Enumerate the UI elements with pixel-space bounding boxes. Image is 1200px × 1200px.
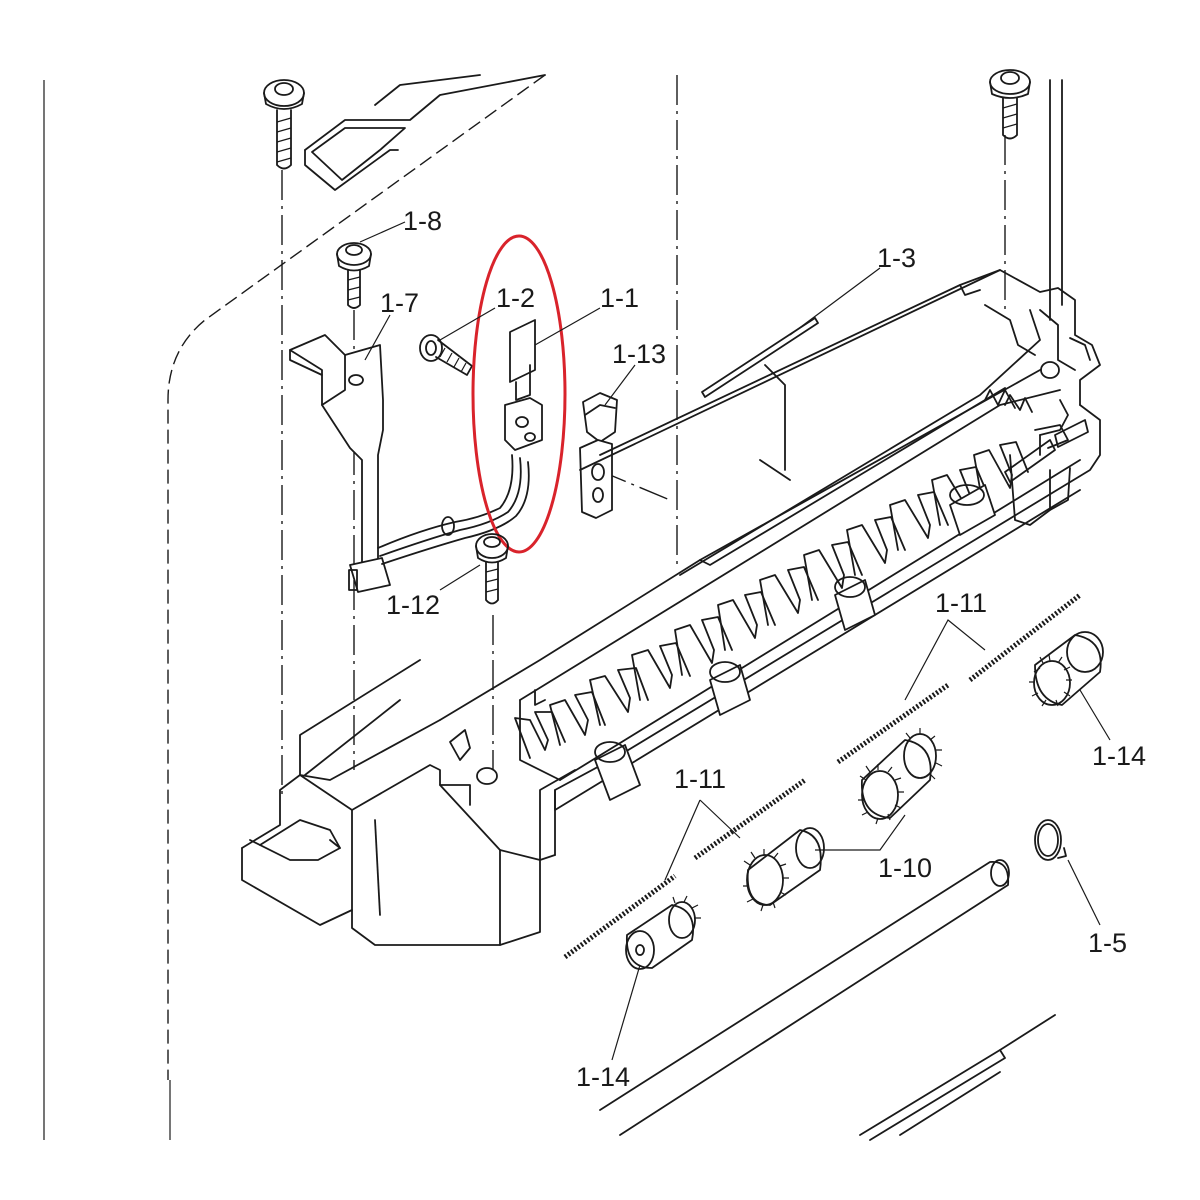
- guide-assembly-body: [241, 269, 1101, 946]
- label-1-13: 1-13: [612, 339, 666, 369]
- roller-1-10-upper: [858, 728, 943, 825]
- shaft-1-11-lower: [563, 777, 807, 960]
- label-1-5: 1-5: [1088, 928, 1127, 958]
- leader-lines: [359, 221, 1111, 1061]
- screw-thermistor: [419, 334, 473, 376]
- guide-rollers: [594, 419, 1089, 801]
- label-1-11-left: 1-11: [674, 764, 726, 794]
- bottom-pin: [859, 1014, 1056, 1141]
- thermistor-1-2: [504, 319, 543, 451]
- page-frame: [43, 80, 171, 1140]
- centre-lines: [281, 75, 1063, 800]
- label-1-1: 1-1: [600, 283, 639, 313]
- guide-ribs: [514, 389, 1033, 759]
- screw-1-12: [475, 533, 509, 605]
- bracket-1-7: [289, 334, 384, 569]
- roller-1-14-right: [1029, 631, 1104, 707]
- long-shaft: [599, 859, 1010, 1136]
- top-left-screw: [263, 79, 305, 170]
- shaft-1-11-upper: [836, 593, 1082, 765]
- e-ring-1-5: [1034, 819, 1067, 861]
- label-1-10: 1-10: [878, 853, 932, 883]
- wire-harness: [348, 454, 530, 593]
- callout-labels: 1-8 1-7 1-2 1-1 1-13 1-3 1-12 1-11 1-14 …: [380, 206, 1146, 1092]
- label-1-12: 1-12: [386, 590, 440, 620]
- screw-1-8: [336, 242, 372, 309]
- top-bracket-plate: [304, 74, 546, 191]
- label-1-8: 1-8: [403, 206, 442, 236]
- top-right-screw: [989, 69, 1031, 140]
- roller-1-14-bottom: [625, 895, 701, 970]
- label-1-14-bottom: 1-14: [576, 1062, 630, 1092]
- label-1-3: 1-3: [877, 243, 916, 273]
- label-1-7: 1-7: [380, 288, 419, 318]
- part-1-3: [701, 317, 819, 481]
- label-1-2: 1-2: [496, 283, 535, 313]
- label-1-14-right: 1-14: [1092, 741, 1146, 771]
- label-1-11-right: 1-11: [935, 588, 987, 618]
- roller-1-10-lower: [743, 827, 825, 912]
- highlight-ellipse: [471, 234, 567, 554]
- dashed-housing-outline: [167, 74, 546, 1080]
